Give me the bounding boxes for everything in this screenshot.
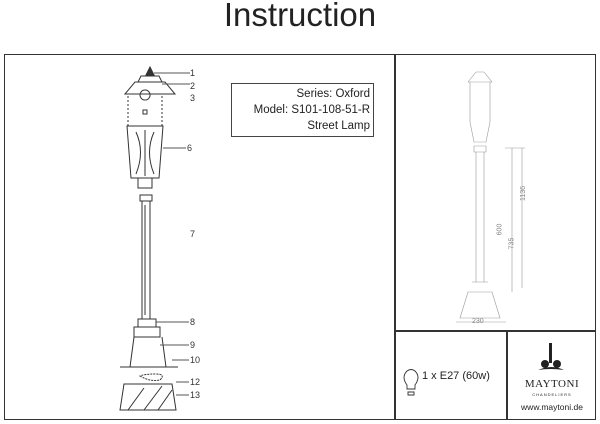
dimension-pole-height: 600 [496,223,504,236]
part-label: 6 [187,143,193,153]
product-type-text: Street Lamp [307,120,370,132]
part-label: 8 [190,317,196,327]
part-label: 9 [190,340,196,350]
part-label: 2 [190,81,196,91]
part-label: 13 [190,390,201,400]
dimension-base-width: 230 [472,318,484,325]
divider [394,330,596,332]
model-info-box: Series: Oxford Model: S101-108-51-R Stre… [231,83,374,137]
model-text: Model: S101-108-51-R [253,104,370,116]
page-title: Instruction [223,0,377,33]
dimension-mid-height: 735 [508,237,516,250]
divider [394,54,396,420]
brand-url: www.maytoni.de [521,402,583,412]
brand-logo-text: MAYTONI [524,378,580,390]
brand-subtitle: CHANDELIERS [532,392,572,397]
dimension-total-height: 1136 [520,185,528,202]
part-label: 3 [190,93,196,103]
series-text: Series: Oxford [296,88,371,100]
instruction-frame [4,54,596,420]
part-label: 1 [190,68,196,78]
part-label: 7 [190,229,196,239]
part-label: 10 [190,355,201,365]
part-label: 12 [190,377,201,387]
lamp-spec: 1 x E27 (60w) [422,370,490,382]
divider [506,330,508,420]
